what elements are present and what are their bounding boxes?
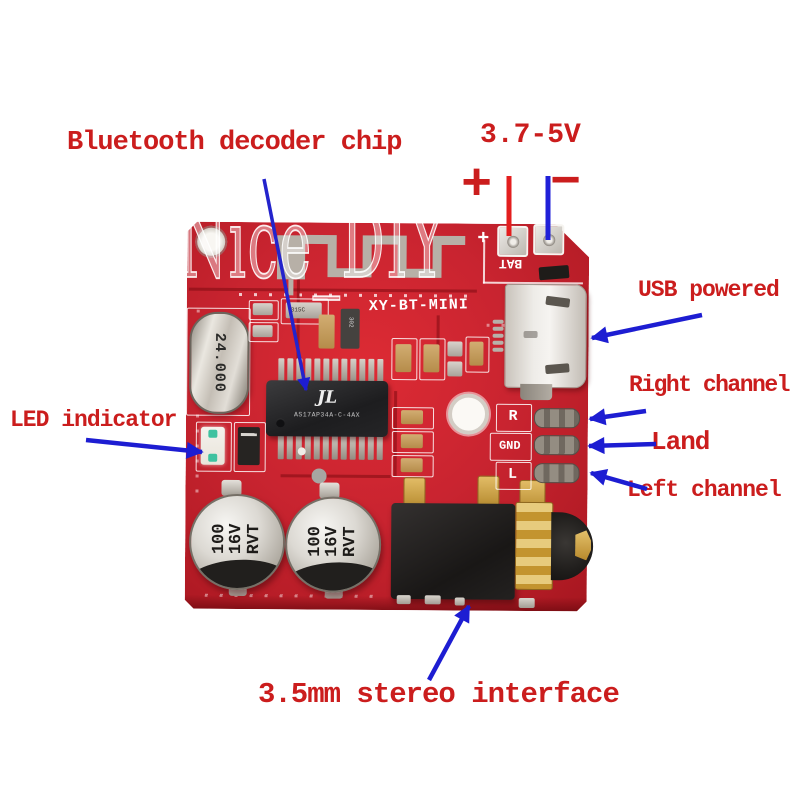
chip-pin (286, 434, 293, 460)
battery-pad-negative (533, 224, 565, 256)
arrow-to-ground-pad (587, 436, 657, 455)
electrolytic-capacitor-2: 100 16V RVT (284, 496, 382, 593)
smd-component (538, 264, 570, 281)
arrow-to-led (85, 437, 204, 459)
chip-pin (358, 434, 365, 460)
solder-pad (454, 597, 465, 606)
label-bluetooth-chip: Bluetooth decoder chip (67, 128, 402, 158)
chip-marking: AS17AP34A-C-4AX (293, 411, 361, 419)
smd-component (252, 303, 273, 316)
label-land: Land (651, 427, 710, 457)
chip-pin (340, 434, 347, 460)
solder-pad (396, 595, 411, 605)
smd-component (252, 325, 273, 338)
electrolytic-capacitor-1: 100 16V RVT (188, 493, 286, 591)
capacitor-voltage: 16V (323, 526, 343, 558)
capacitor-series: RVT (340, 526, 360, 558)
arrow-to-jack (427, 604, 471, 682)
capacitor-value: 100 (210, 523, 230, 555)
battery-pad-positive (497, 225, 529, 257)
arrow-to-right-pad (588, 408, 647, 426)
label-usb-powered: USB powered (638, 277, 780, 303)
smd-component (469, 341, 484, 366)
micro-usb-connector (504, 283, 587, 389)
led-green-dot (208, 429, 218, 438)
chip-pin (304, 434, 311, 460)
smd-component (447, 341, 463, 357)
smd-component (395, 344, 412, 373)
board-model-label: XY-BT-MINI (368, 296, 469, 316)
chip-pin (331, 434, 338, 460)
label-minus: − (550, 154, 582, 213)
usb-pin (492, 340, 504, 345)
usb-pin (492, 333, 504, 338)
via-hole (447, 393, 490, 435)
crystal-frequency: 24.000 (210, 332, 229, 393)
smd-component (400, 434, 423, 449)
smd-component (447, 361, 463, 377)
smd-component: 302 (340, 308, 360, 349)
label-plus: + (461, 156, 493, 215)
audio-jack-body (390, 503, 516, 600)
led-indicator-component (200, 426, 225, 465)
label-stereo-interface: 3.5mm stereo interface (258, 678, 620, 711)
ground-pad (533, 435, 580, 456)
capacitor-voltage: 16V (227, 523, 247, 555)
chip-logo: JL (317, 387, 338, 408)
silk-left-channel: L (508, 465, 518, 483)
led-green-dot (208, 453, 218, 462)
diode-band (240, 432, 257, 437)
capacitor-label: 100 16V RVT (210, 523, 264, 555)
antenna-trace (276, 234, 466, 296)
label-right-channel: Right channel (629, 372, 790, 398)
smd-component (318, 314, 335, 349)
silk-plus: + (477, 227, 490, 251)
audio-jack-gold-section (514, 501, 554, 591)
mounting-hole (195, 225, 228, 258)
chip-pin (313, 434, 320, 460)
silk-dot (297, 447, 306, 456)
solder-pad (518, 597, 535, 609)
label-left-channel: Left channel (627, 477, 782, 503)
smd-component: 315C (285, 302, 322, 319)
capacitor-value: 100 (306, 526, 326, 558)
silk-bat-label: BAT (498, 255, 523, 271)
chip-pin (277, 434, 284, 460)
bluetooth-decoder-chip: JL AS17AP34A-C-4AX (265, 380, 389, 438)
arrow-to-usb (590, 312, 703, 344)
silk-minus: - (567, 226, 579, 247)
smd-marking: 302 (347, 316, 355, 328)
solder-pad (424, 595, 441, 605)
silk-ground: GND (498, 438, 521, 453)
chip-pin1-dimple (275, 418, 285, 428)
label-led-indicator: LED indicator (10, 407, 177, 433)
chip-pin (322, 434, 329, 460)
crystal-oscillator: 24.000 (189, 311, 250, 415)
smd-component (400, 410, 424, 425)
capacitor-label: 100 16V RVT (306, 526, 360, 558)
left-channel-pad (533, 463, 580, 484)
chip-pin (376, 434, 383, 460)
smd-component (423, 344, 440, 373)
chip-pin (367, 434, 374, 460)
smd-marking: 315C (290, 306, 306, 314)
silk-right-channel: R (508, 407, 518, 425)
smd-diode (237, 426, 260, 466)
via-dot (311, 468, 327, 484)
usb-pin (492, 319, 504, 324)
label-voltage: 3.7-5V (480, 120, 581, 151)
chip-pin (349, 434, 356, 460)
usb-shell-tail (520, 383, 553, 401)
right-channel-pad (533, 408, 581, 429)
pcb-board: + - BAT XY-BT-MINI 24.000 315C (185, 222, 594, 612)
usb-pin (492, 326, 504, 331)
smd-component (400, 458, 423, 473)
usb-pin (492, 347, 504, 352)
capacitor-series: RVT (244, 523, 264, 555)
